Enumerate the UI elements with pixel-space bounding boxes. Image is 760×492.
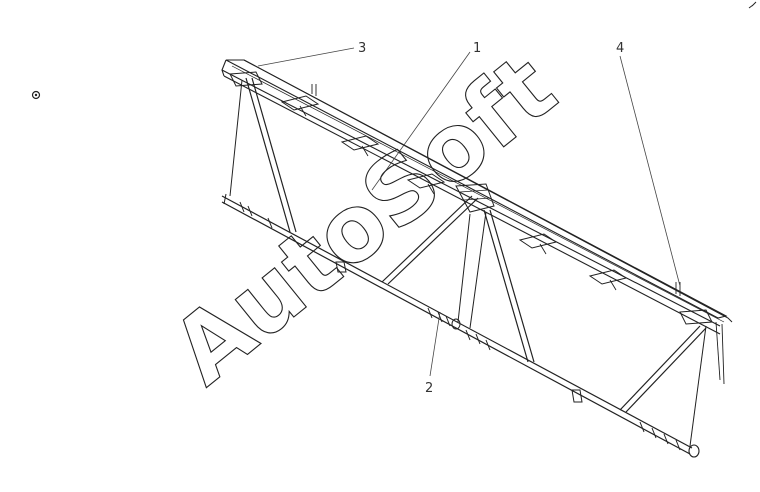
callout-label-4: 4: [616, 41, 624, 56]
stray-mark-right: [748, 1, 757, 9]
stray-mark-left: [31, 90, 41, 100]
callout-label-3: 3: [358, 41, 366, 56]
top-beam: [221, 59, 733, 335]
support-struts: [229, 77, 725, 447]
callout-label-1: 1: [473, 41, 481, 56]
bottom-beam: [221, 193, 700, 458]
callout-label-2: 2: [425, 381, 433, 396]
callout-leaders: [257, 47, 681, 377]
